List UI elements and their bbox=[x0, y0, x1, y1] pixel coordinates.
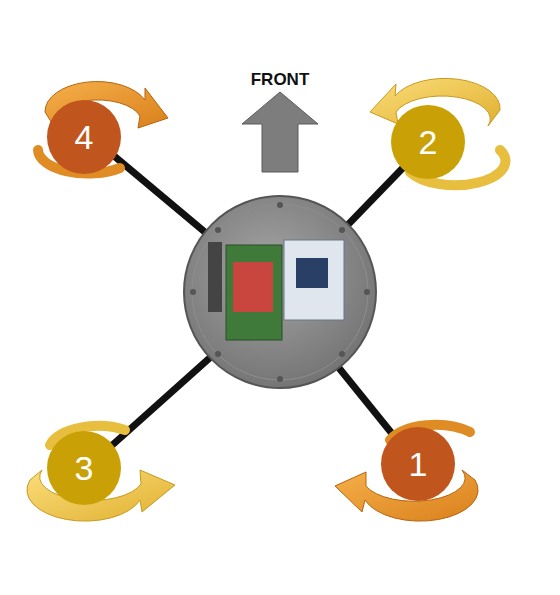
motor-number: 2 bbox=[419, 125, 438, 159]
motor-number: 4 bbox=[75, 120, 94, 154]
flight-controller-body bbox=[184, 196, 376, 388]
motor-number: 3 bbox=[75, 451, 94, 485]
direction-label: FRONT bbox=[251, 70, 310, 90]
front-arrow bbox=[242, 92, 318, 172]
motor-number-circle: 3 bbox=[47, 431, 121, 505]
arm bbox=[90, 140, 425, 465]
motor-number-circle: 4 bbox=[47, 100, 121, 174]
rotation-arrow bbox=[27, 78, 506, 521]
motor-number: 1 bbox=[409, 447, 428, 481]
motor-number-circle: 2 bbox=[391, 105, 465, 179]
motor-number-circle: 1 bbox=[381, 427, 455, 501]
